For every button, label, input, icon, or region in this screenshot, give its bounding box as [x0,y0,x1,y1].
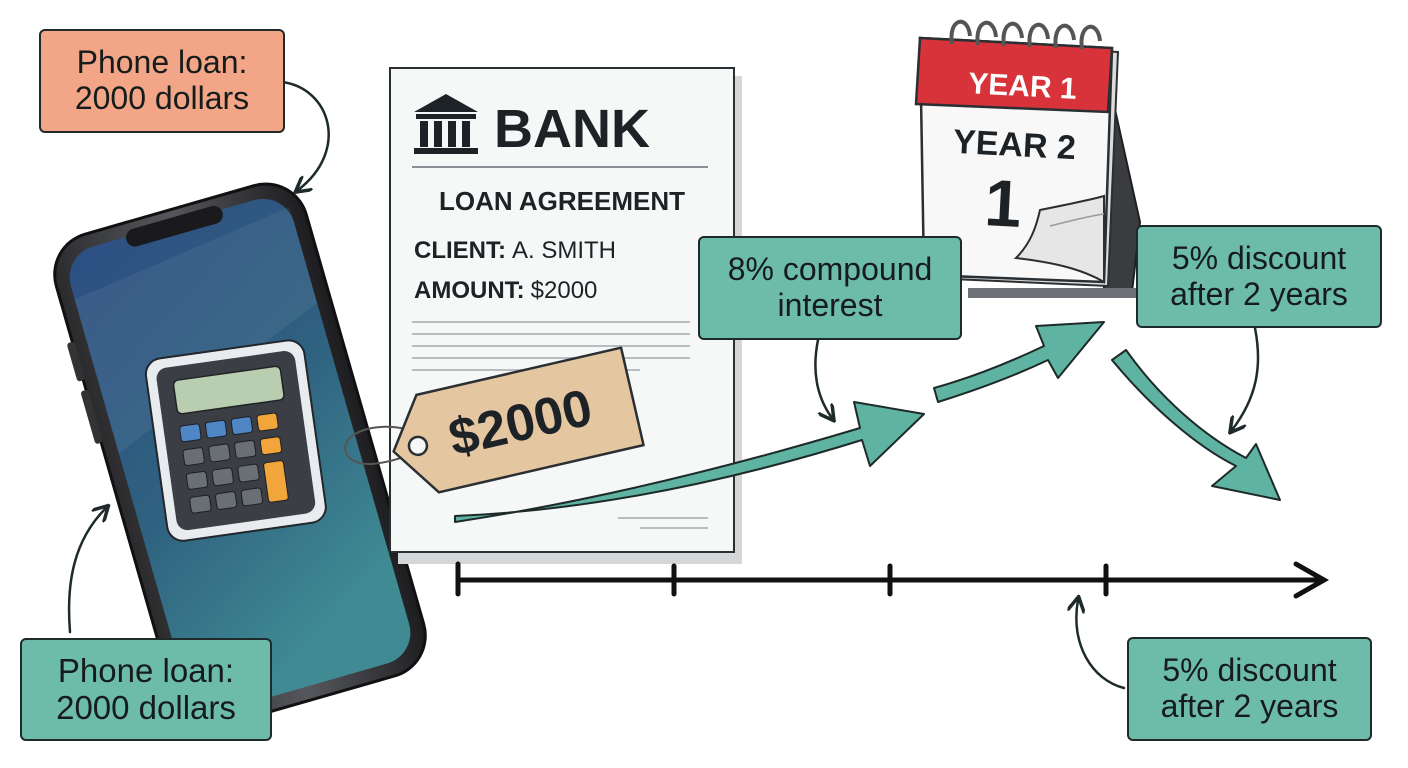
callout-text: 5% discount [1171,239,1347,276]
growth-arrow-2 [933,321,1105,403]
growth-arrow-1 [454,401,925,523]
calendar-rings [949,19,1102,50]
bank-building-icon [414,94,478,154]
growth-arrows [454,321,1281,523]
callout-text: Phone loan: [57,651,235,689]
pointer-arrow [67,508,106,634]
price-tag: $2000 [344,346,645,494]
calendar-header: YEAR 1 [968,67,1078,106]
callout-discount-top: 5% discount after 2 years [1136,225,1382,328]
callout-text: 2000 dollars [56,688,236,726]
calculator-icon [144,339,327,542]
callout-text: 2000 dollars [74,80,250,116]
agreement-title: LOAN AGREEMENT [439,186,685,216]
calendar-page-number: 1 [983,165,1024,241]
callout-text: 8% compound [727,251,933,288]
callout-text: after 2 years [1160,688,1339,724]
pointer-arrow [280,80,330,190]
phone-side-button [67,341,85,382]
callout-phone-loan-top: Phone loan: 2000 dollars [39,29,285,133]
callout-text: interest [777,287,883,323]
decline-arrow [1111,349,1281,501]
pointer-arrow [1076,600,1126,690]
callout-pointers [67,80,1260,690]
pointer-arrow [814,338,832,418]
phone-side-button [81,390,103,444]
amount-line: AMOUNT:$2000 [414,277,597,304]
bank-name: BANK [494,99,650,159]
callout-text: after 2 years [1170,275,1348,312]
timeline [455,561,1330,599]
pointer-arrow [1232,326,1260,430]
calendar-page-title: YEAR 2 [952,123,1077,167]
callout-discount-bottom: 5% discount after 2 years [1127,637,1372,741]
callout-text: Phone loan: [76,44,248,81]
client-line: CLIENT:A. SMITH [414,237,616,264]
timeline-arrowhead [1293,561,1330,599]
callout-compound-interest: 8% compound interest [698,236,962,340]
smartphone [53,182,427,728]
callout-phone-loan-bottom: Phone loan: 2000 dollars [20,638,272,741]
loan-document: BANK LOAN AGREEMENT CLIENT:A. SMITH AMOU… [389,67,742,564]
callout-text: 5% discount [1162,652,1337,689]
desk-calendar: YEAR 1 YEAR 2 1 [914,19,1142,298]
phone-notch [125,205,223,247]
